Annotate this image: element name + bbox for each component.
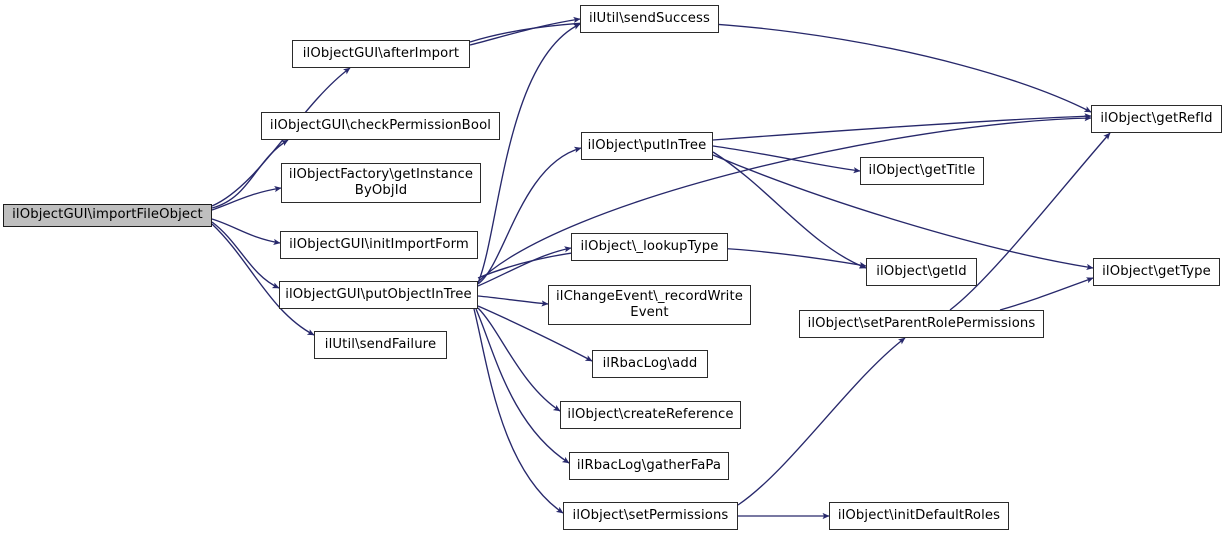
graph-node-label: ilObject\getRefId — [1100, 110, 1213, 126]
graph-node-label: ilChangeEvent\_recordWrite Event — [556, 288, 744, 320]
graph-edge-putObjectInTree-to-putInTree — [477, 146, 582, 285]
graph-edge-putObjectInTree-to-lookupType — [477, 246, 572, 287]
graph-edge-setPermissions-to-setParentRolePermissions — [737, 337, 906, 506]
graph-node-getType[interactable]: ilObject\getType — [1093, 258, 1220, 286]
graph-node-label: ilUtil\sendSuccess — [588, 10, 711, 26]
graph-node-lookupType[interactable]: ilObject\_lookupType — [571, 233, 728, 261]
graph-node-gatherFaPa[interactable]: ilRbacLog\gatherFaPa — [569, 452, 729, 480]
graph-edge-putObjectInTree-to-gatherFaPa — [475, 308, 570, 464]
graph-node-label: ilObject\getId — [876, 263, 967, 279]
graph-node-importFileObject[interactable]: ilObjectGUI\importFileObject — [3, 204, 212, 227]
graph-node-label: ilObject\setPermissions — [572, 507, 729, 523]
graph-edge-putObjectInTree-to-recordWriteEvent — [477, 295, 549, 307]
graph-node-label: ilObject\putInTree — [587, 137, 707, 153]
graph-node-checkPermissionBool[interactable]: ilObjectGUI\checkPermissionBool — [261, 112, 500, 140]
graph-edge-importFileObject-to-getInstanceByObjId — [211, 185, 282, 211]
graph-node-setParentRolePermissions[interactable]: ilObject\setParentRolePermissions — [799, 310, 1044, 338]
graph-node-recordWriteEvent[interactable]: ilChangeEvent\_recordWrite Event — [548, 285, 751, 325]
graph-node-getInstanceByObjId[interactable]: ilObjectFactory\getInstance ByObjId — [281, 163, 481, 203]
graph-edge-setParentRolePermissions-to-getType — [999, 277, 1094, 311]
graph-node-label: ilObjectFactory\getInstance ByObjId — [288, 166, 474, 198]
graph-node-label: ilObjectGUI\afterImport — [302, 45, 460, 61]
graph-node-createReference[interactable]: ilObject\createReference — [560, 401, 741, 429]
graph-node-afterImport[interactable]: ilObjectGUI\afterImport — [292, 40, 470, 68]
graph-edge-importFileObject-to-putObjectInTree — [211, 221, 280, 289]
graph-node-sendSuccess[interactable]: ilUtil\sendSuccess — [580, 5, 719, 33]
graph-edge-putObjectInTree-to-getRefId — [477, 115, 1092, 283]
graph-edge-putInTree-to-getRefId — [712, 113, 1092, 141]
graph-edge-putObjectInTree-to-setPermissions — [473, 308, 564, 514]
graph-node-rbacLogAdd[interactable]: ilRbacLog\add — [592, 350, 708, 378]
graph-node-label: ilObject\initDefaultRoles — [837, 507, 1001, 523]
graph-node-label: ilRbacLog\gatherFaPa — [576, 457, 722, 473]
graph-node-label: ilObject\createReference — [567, 406, 734, 422]
graph-edge-putObjectInTree-to-sendSuccess — [477, 23, 581, 284]
graph-node-label: ilObject\getTitle — [868, 162, 976, 178]
graph-edge-putInTree-to-getId — [712, 151, 867, 269]
graph-node-label: ilUtil\sendFailure — [324, 336, 437, 352]
graph-node-initImportForm[interactable]: ilObjectGUI\initImportForm — [280, 231, 478, 259]
graph-node-label: ilRbacLog\add — [602, 355, 698, 371]
graph-node-label: ilObject\getType — [1102, 263, 1211, 279]
graph-node-label: ilObject\_lookupType — [580, 238, 719, 254]
graph-edge-afterImport-to-getRefId — [469, 20, 1092, 113]
graph-node-label: ilObject\setParentRolePermissions — [807, 315, 1036, 331]
graph-node-sendFailure[interactable]: ilUtil\sendFailure — [314, 331, 447, 359]
graph-node-label: ilObjectGUI\checkPermissionBool — [269, 117, 492, 133]
graph-node-getRefId[interactable]: ilObject\getRefId — [1091, 105, 1222, 133]
graph-node-initDefaultRoles[interactable]: ilObject\initDefaultRoles — [829, 502, 1009, 530]
graph-node-label: ilObjectGUI\importFileObject — [12, 207, 203, 223]
graph-edge-importFileObject-to-checkPermissionBool — [211, 139, 289, 209]
graph-node-setPermissions[interactable]: ilObject\setPermissions — [563, 502, 738, 530]
graph-node-getTitle[interactable]: ilObject\getTitle — [860, 157, 984, 185]
graph-edge-importFileObject-to-initImportForm — [211, 218, 281, 245]
graph-node-label: ilObjectGUI\putObjectInTree — [285, 286, 472, 302]
graph-edge-afterImport-to-sendSuccess — [469, 16, 581, 46]
graph-node-putObjectInTree[interactable]: ilObjectGUI\putObjectInTree — [279, 281, 478, 309]
graph-node-getId[interactable]: ilObject\getId — [866, 258, 977, 286]
graph-edge-putInTree-to-getTitle — [712, 145, 861, 174]
graph-node-label: ilObjectGUI\initImportForm — [289, 236, 469, 252]
graph-node-putInTree[interactable]: ilObject\putInTree — [581, 132, 713, 160]
